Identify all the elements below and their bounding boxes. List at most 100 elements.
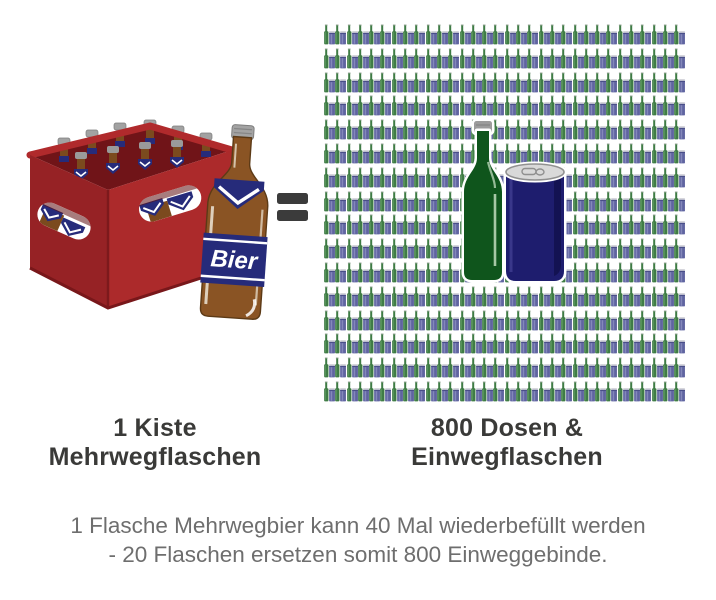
small-bottle-can-pair-icon	[414, 286, 426, 307]
footer-line2: - 20 Flaschen ersetzen somit 800 Einwegg…	[108, 542, 608, 567]
small-bottle-can-pair-icon	[482, 95, 494, 116]
small-bottle-can-pair-icon	[583, 24, 595, 45]
small-bottle-can-pair-icon	[369, 143, 381, 164]
small-bottle-can-pair-icon	[346, 262, 358, 283]
small-bottle-can-pair-icon	[471, 333, 482, 354]
small-bottle-can-pair-icon	[583, 333, 595, 354]
small-bottle-can-pair-icon	[425, 262, 437, 283]
small-bottle-can-pair-icon	[651, 262, 663, 283]
small-bottle-can-pair-icon	[640, 262, 652, 283]
small-bottle-can-pair-icon	[358, 238, 369, 259]
small-bottle-can-pair-icon	[471, 24, 482, 45]
small-bottle-can-pair-icon	[380, 95, 392, 116]
small-bottle-can-pair-icon	[550, 71, 562, 92]
small-bottle-can-pair-icon	[324, 24, 336, 45]
small-bottle-can-pair-icon	[437, 309, 449, 330]
small-bottle-can-pair-icon	[324, 71, 336, 92]
small-bottle-can-pair-icon	[493, 95, 505, 116]
small-bottle-can-pair-icon	[448, 214, 460, 235]
navy-can-body	[503, 169, 567, 284]
small-bottle-can-pair-icon	[414, 167, 426, 188]
small-bottle-can-pair-icon	[403, 357, 415, 378]
small-bottle-can-pair-icon	[459, 286, 471, 307]
small-bottle-can-pair-icon	[572, 48, 584, 69]
small-bottle-can-pair-icon	[346, 214, 358, 235]
small-bottle-can-pair-icon	[448, 119, 460, 140]
small-bottle-can-pair-icon	[335, 190, 347, 211]
small-bottle-can-pair-icon	[504, 381, 516, 402]
small-bottle-can-pair-icon	[358, 357, 369, 378]
small-bottle-can-pair-icon	[437, 95, 449, 116]
small-bottle-can-pair-icon	[538, 286, 550, 307]
pictogram-row	[324, 333, 690, 357]
small-bottle-can-pair-icon	[324, 381, 336, 402]
small-bottle-can-pair-icon	[572, 381, 584, 402]
small-bottle-can-pair-icon	[651, 143, 663, 164]
small-bottle-can-pair-icon	[629, 119, 641, 140]
small-bottle-can-pair-icon	[538, 119, 550, 140]
small-bottle-can-pair-icon	[617, 262, 629, 283]
small-bottle-can-pair-icon	[561, 357, 573, 378]
small-bottle-can-pair-icon	[583, 214, 595, 235]
small-bottle-can-pair-icon	[640, 119, 652, 140]
small-bottle-can-pair-icon	[504, 48, 516, 69]
small-bottle-can-pair-icon	[595, 214, 607, 235]
small-bottle-can-pair-icon	[414, 71, 426, 92]
small-bottle-can-pair-icon	[640, 71, 652, 92]
small-bottle-can-pair-icon	[437, 167, 449, 188]
small-bottle-can-pair-icon	[583, 190, 595, 211]
crate-front-face	[108, 150, 232, 308]
pictogram-row	[324, 143, 690, 167]
small-bottle-can-pair-icon	[550, 48, 562, 69]
small-bottle-can-pair-icon	[403, 71, 415, 92]
small-bottle-can-pair-icon	[606, 71, 618, 92]
small-bottle-can-pair-icon	[425, 286, 437, 307]
pictogram-row	[324, 309, 690, 334]
small-bottle-can-pair-icon	[550, 357, 562, 378]
small-bottle-can-pair-icon	[335, 286, 347, 307]
small-bottle-can-pair-icon	[651, 381, 663, 402]
small-bottle-can-pair-icon	[674, 119, 686, 140]
small-bottle-can-pair-icon	[663, 24, 675, 45]
small-bottle-can-pair-icon	[595, 381, 607, 402]
small-bottle-can-pair-icon	[369, 24, 381, 45]
small-bottle-can-pair-icon	[516, 309, 528, 330]
small-bottle-can-pair-icon	[369, 190, 381, 211]
small-bottle-can-pair-icon	[414, 381, 426, 402]
small-bottle-can-pair-icon	[606, 357, 618, 378]
small-bottle-can-pair-icon	[629, 286, 641, 307]
crate-handle-hole-front	[135, 182, 202, 223]
small-bottle-can-pair-icon	[640, 286, 652, 307]
small-bottle-can-pair-icon	[504, 286, 516, 307]
small-bottle-can-pair-icon	[482, 381, 494, 402]
small-bottle-can-pair-icon	[459, 309, 471, 330]
small-bottle-can-pair-icon	[629, 48, 641, 69]
small-bottle-can-pair-icon	[527, 48, 539, 69]
beer-crate-and-bottle-illustration: Bier	[26, 119, 269, 320]
pictogram-row	[324, 381, 690, 405]
small-bottle-can-pair-icon	[346, 286, 358, 307]
small-bottle-can-pair-icon	[346, 190, 358, 211]
small-bottle-can-pair-icon	[403, 381, 415, 402]
small-bottle-can-pair-icon	[674, 214, 686, 235]
small-bottle-can-pair-icon	[414, 333, 426, 354]
small-bottle-can-pair-icon	[391, 167, 403, 188]
beer-bottle: Bier	[199, 124, 269, 320]
small-bottle-can-pair-icon	[437, 357, 449, 378]
small-bottle-can-pair-icon	[606, 167, 618, 188]
small-bottle-can-pair-icon	[346, 143, 358, 164]
small-bottle-can-pair-icon	[651, 71, 663, 92]
small-bottle-can-pair-icon	[391, 357, 403, 378]
small-bottle-can-pair-icon	[640, 333, 652, 354]
small-bottle-can-pair-icon	[448, 167, 460, 188]
small-bottle-can-pair-icon	[335, 309, 347, 330]
small-bottle-can-pair-icon	[595, 95, 607, 116]
small-bottle-can-pair-icon	[391, 48, 403, 69]
small-bottle-can-pair-icon	[346, 333, 358, 354]
small-bottle-can-pair-icon	[617, 167, 629, 188]
small-bottle-can-pair-icon	[617, 333, 629, 354]
small-bottle-can-pair-icon	[550, 286, 562, 307]
small-bottle-can-pair-icon	[651, 214, 663, 235]
small-bottle-can-pair-icon	[663, 238, 675, 259]
small-bottle-can-pair-icon	[403, 119, 415, 140]
